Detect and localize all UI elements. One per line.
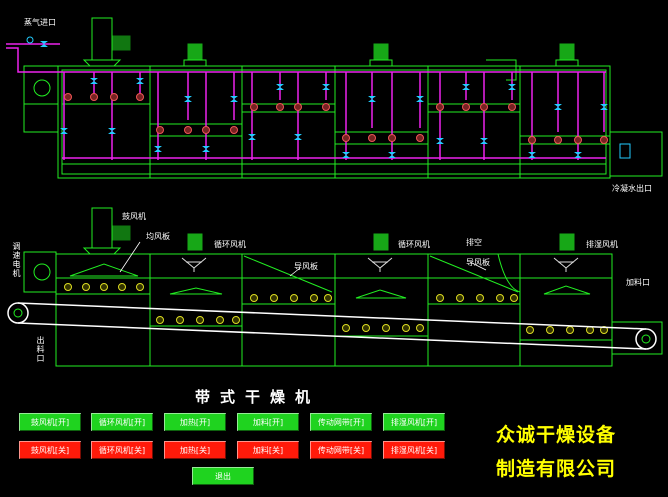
label-blower: 鼓风机: [122, 212, 146, 221]
label-guide-plate-2: 导风板: [466, 258, 490, 267]
belt-on-button[interactable]: 传动网带[开]: [309, 412, 373, 432]
label-circ-fan-1: 循环风机: [214, 240, 246, 249]
label-discharge-outlet: 出料口: [36, 336, 45, 363]
circ-fan-on-button[interactable]: 循环风机[开]: [90, 412, 154, 432]
valves: [26, 36, 631, 159]
label-circ-fan-2: 循环风机: [398, 240, 430, 249]
label-dehumid-fan: 排湿风机: [586, 240, 618, 249]
label-condensate-outlet: 冷凝水出口: [612, 184, 652, 193]
label-exhaust: 排空: [466, 238, 482, 247]
label-feed-inlet: 加料口: [626, 278, 650, 287]
blower-off-button[interactable]: 鼓风机[关]: [18, 440, 82, 460]
heater-rolls: [64, 93, 608, 144]
label-even-air-plate: 均风板: [146, 232, 170, 241]
side-section: [23, 207, 663, 367]
label-steam-inlet: 蒸气进口: [24, 18, 56, 27]
label-tension-motor: 调速电机: [12, 242, 21, 278]
dehumid-fan-off-button[interactable]: 排湿风机[关]: [382, 440, 446, 460]
circ-fan-off-button[interactable]: 循环风机[关]: [90, 440, 154, 460]
steam-pipes: [6, 43, 606, 160]
conveyor-belt: [7, 302, 657, 350]
fan-impellers: [181, 257, 579, 272]
heating-on-button[interactable]: 加热[开]: [163, 412, 227, 432]
feed-off-button[interactable]: 加料[关]: [236, 440, 300, 460]
top-section: [23, 17, 663, 179]
exit-button[interactable]: 退出: [191, 466, 255, 486]
heating-off-button[interactable]: 加热[关]: [163, 440, 227, 460]
company-name-line1: 众诚干燥设备: [496, 424, 617, 446]
feed-on-button[interactable]: 加料[开]: [236, 412, 300, 432]
company-name-line2: 制造有限公司: [496, 458, 617, 480]
label-guide-plate-1: 导风板: [294, 262, 318, 271]
dehumid-fan-on-button[interactable]: 排湿风机[开]: [382, 412, 446, 432]
blower-on-button[interactable]: 鼓风机[开]: [18, 412, 82, 432]
page-title: 带式干燥机: [195, 388, 321, 406]
belt-off-button[interactable]: 传动网带[关]: [309, 440, 373, 460]
side-rolls: [64, 283, 608, 334]
